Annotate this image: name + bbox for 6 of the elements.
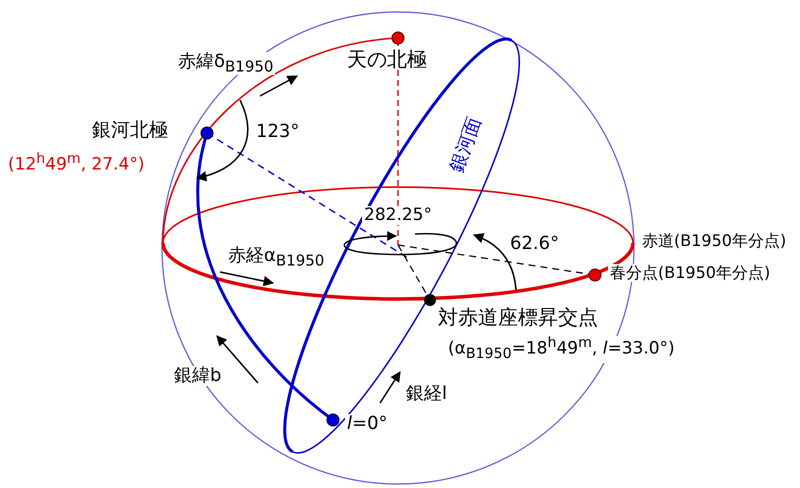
point-label: 銀河北極: [90, 120, 170, 141]
point-label: 天の北極: [345, 48, 429, 70]
coordinate-label: 赤緯δ$_{B1950}$: [176, 52, 276, 76]
point-label: 対赤道座標昇交点: [436, 306, 600, 328]
coordinate-label: 銀緯b: [172, 366, 224, 386]
coordinate-label: (12$^{h}$49$^{m}$, 27.4°): [6, 152, 146, 174]
